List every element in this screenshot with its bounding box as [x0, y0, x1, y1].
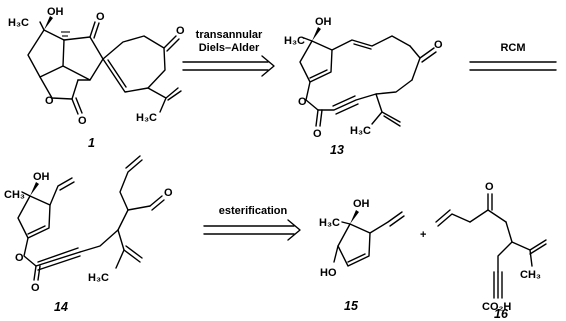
rcm-label: RCM [500, 42, 525, 54]
transannular-label: transannular [196, 29, 263, 41]
compound-1-structure [27, 16, 182, 115]
retro-arrow-transannular-diels-alder [182, 55, 275, 77]
c13-h3c-label: H₃C [284, 35, 305, 47]
diels-alder-label: Diels–Alder [199, 42, 260, 54]
c1-ring-ketone-o-label: O [176, 25, 185, 37]
c14-carbonyl-o-label: O [31, 282, 40, 294]
compound-16-structure [435, 193, 547, 299]
c1-h3c-label: H₃C [8, 17, 29, 29]
c13-isopropenyl-h3c-label: H₃C [350, 125, 371, 137]
c14-ester-o-label: O [15, 252, 24, 264]
c15-oh-label: OH [353, 198, 370, 210]
esterification-label: esterification [219, 205, 288, 217]
c14-oh-label: OH [33, 171, 50, 183]
c13-ketone-o-label: O [434, 39, 443, 51]
compound-14-structure [17, 155, 165, 281]
compound-1-number: 1 [88, 136, 95, 150]
stereo-hash-bond [61, 31, 70, 41]
compound-16-number: 16 [494, 307, 509, 321]
plus-sign: + [420, 229, 426, 241]
c13-carbonyl-o-label: O [313, 128, 322, 140]
c1-lactone-o-label: O [45, 95, 54, 107]
c13-ester-o-label: O [298, 96, 307, 108]
c1-ketone-o-label: O [96, 11, 105, 23]
c16-co2h-label: CO₂H [482, 301, 511, 313]
c15-ho-label: HO [320, 267, 337, 279]
c16-ketone-o-label: O [485, 181, 494, 193]
c13-oh-label: OH [315, 16, 332, 28]
retro-arrow-esterification [203, 219, 301, 241]
c16-ch3-label: CH₃ [520, 269, 541, 281]
c14-ketone-o-label: O [164, 187, 173, 199]
c1-oh-label: OH [47, 6, 64, 18]
compound-15-structure [333, 210, 405, 267]
c14-isopropenyl-h3c-label: H₃C [88, 272, 109, 284]
c15-h3c-label: H₃C [319, 217, 340, 229]
compound-14-number: 14 [54, 300, 68, 314]
compound-13-number: 13 [330, 143, 344, 157]
retro-arrow-rcm [469, 61, 557, 71]
compound-13-structure [299, 27, 437, 127]
c14-ch3-label: CH₃ [4, 189, 25, 201]
compound-15-number: 15 [344, 299, 359, 313]
c1-lactone-co-label: O [78, 115, 87, 127]
c1-isopropenyl-h3c-label: H₃C [136, 112, 157, 124]
